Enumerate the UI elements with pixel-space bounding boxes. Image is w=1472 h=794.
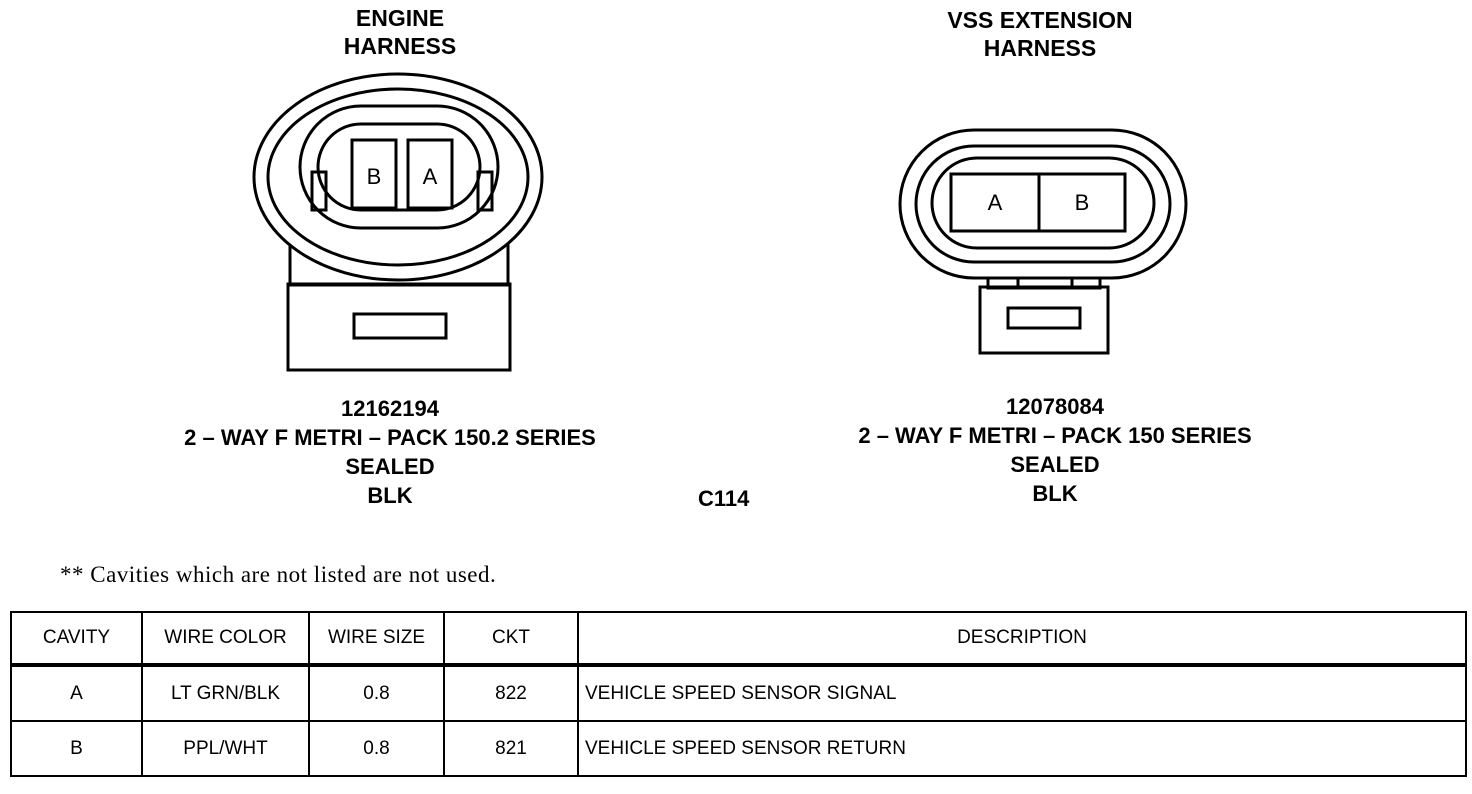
engine-harness-connector-drawing [252,72,544,372]
vss-cavity-b-label: B [1075,190,1090,215]
engine-right-key [476,170,494,212]
vss-harness-connector-drawing [898,128,1188,355]
engine-cavity-b-box [350,138,398,210]
engine-cavity-b-label: B [367,164,382,189]
vss-seal-type: SEALED [1010,452,1100,477]
header-ckt: CKT [443,611,579,667]
engine-part-number: 12162194 [341,396,439,421]
vss-harness-title-line-1: VSS EXTENSION [947,7,1133,33]
vss-part-number: 12078084 [1006,394,1104,419]
engine-inner-face [298,104,500,230]
cell-cavity: A [10,664,143,722]
unused-cavities-note: ** Cavities which are not listed are not… [60,562,497,587]
vss-inner-face [930,156,1156,250]
cell-cavity: B [10,720,143,777]
engine-shell-ring [266,87,530,267]
vss-latch-base [978,285,1110,355]
vss-cavity-a-label: A [988,190,1003,215]
header-wire-color: WIRE COLOR [141,611,310,667]
table-row: B PPL/WHT 0.8 821 VEHICLE SPEED SENSOR R… [10,720,1467,777]
engine-harness-title-line-1: ENGINE [355,5,445,31]
engine-latch-base [286,282,512,372]
engine-inner-face-inset [316,122,482,212]
engine-connector-color: BLK [367,483,413,508]
vss-outer-shell [898,128,1188,280]
engine-outer-shell [252,72,544,282]
engine-harness-title: ENGINE HARNESS [300,4,500,60]
cavity-table: CAVITY WIRE COLOR WIRE SIZE CKT DESCRIPT… [10,611,1467,777]
engine-harness-title-line-2: HARNESS [343,33,457,59]
cell-wire-color: LT GRN/BLK [141,664,310,722]
vss-shell-ring [914,144,1172,264]
cell-wire-size: 0.8 [308,720,445,777]
engine-left-key [310,170,328,212]
header-wire-size: WIRE SIZE [308,611,445,667]
vss-cavity-b-box [1037,172,1127,233]
vss-series: 2 – WAY F METRI – PACK 150 SERIES [858,423,1252,448]
vss-connector-info: 12078084 2 – WAY F METRI – PACK 150 SERI… [765,392,1345,508]
cell-description: VEHICLE SPEED SENSOR SIGNAL [577,664,1467,722]
engine-cavity-a-label: A [423,164,438,189]
engine-seal-type: SEALED [345,454,435,479]
header-description: DESCRIPTION [577,611,1467,667]
cell-wire-size: 0.8 [308,664,445,722]
cell-description: VEHICLE SPEED SENSOR RETURN [577,720,1467,777]
engine-connector-info: 12162194 2 – WAY F METRI – PACK 150.2 SE… [100,394,680,510]
vss-harness-title-line-2: HARNESS [983,35,1097,61]
connector-id: C114 [698,486,750,511]
cell-wire-color: PPL/WHT [141,720,310,777]
engine-cavity-a-box [406,138,454,210]
cell-ckt: 822 [443,664,579,722]
table-header-row: CAVITY WIRE COLOR WIRE SIZE CKT DESCRIPT… [10,611,1467,667]
engine-latch-slot [352,312,448,340]
vss-latch-slot [1006,306,1082,330]
engine-series: 2 – WAY F METRI – PACK 150.2 SERIES [184,425,596,450]
connector-drawings: B A A B [252,72,1188,372]
cell-ckt: 821 [443,720,579,777]
header-cavity: CAVITY [10,611,143,667]
table-row: A LT GRN/BLK 0.8 822 VEHICLE SPEED SENSO… [10,664,1467,722]
vss-connector-color: BLK [1032,481,1078,506]
vss-extension-harness-title: VSS EXTENSION HARNESS [900,6,1180,62]
